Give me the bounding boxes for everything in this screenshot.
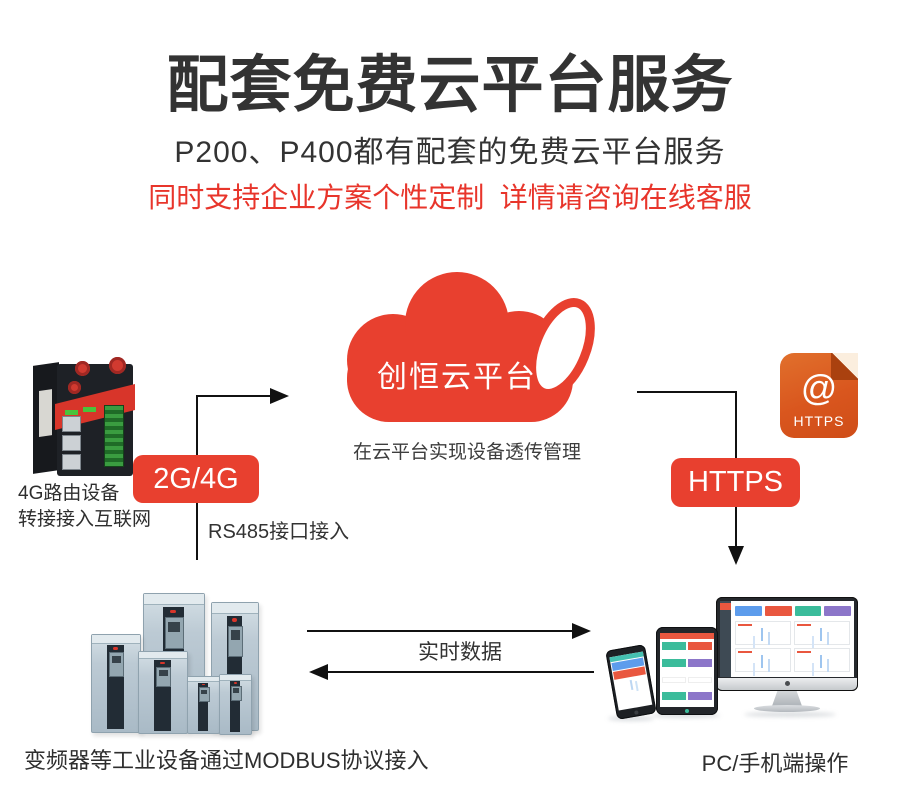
- https-icon-label: HTTPS: [793, 413, 845, 429]
- router-front-face: [55, 357, 135, 476]
- tablet-topbar: [660, 633, 714, 639]
- antenna-knob-icon: [68, 381, 81, 394]
- client-caption: PC/手机端操作: [701, 751, 849, 776]
- phone-home-button: [634, 710, 639, 715]
- tablet-device: [656, 627, 718, 715]
- router-label-sticker: [39, 389, 52, 437]
- page-subtitle: P200、P400都有配套的免费云平台服务: [174, 136, 726, 169]
- ethernet-ports: [62, 416, 81, 470]
- phone-chart: [629, 679, 634, 691]
- antenna-knob-icon: [75, 361, 90, 376]
- router-caption: 4G路由设备 转接接入互联网: [18, 481, 151, 533]
- phone-screen: [609, 651, 653, 711]
- phone-shadow: [608, 716, 654, 721]
- monitor-shadow: [744, 712, 836, 717]
- tablet-home-button: [685, 709, 689, 713]
- terminal-block: [104, 405, 124, 467]
- cloud-caption: 在云平台实现设备透传管理: [352, 442, 581, 463]
- router-led: [83, 407, 96, 412]
- monitor-logo-icon: [785, 681, 790, 686]
- folded-corner-icon: [831, 353, 858, 380]
- monitor-bezel: [716, 597, 858, 691]
- inverter-device: [91, 634, 141, 733]
- phone-device: [605, 644, 657, 720]
- https-icon: @ HTTPS: [780, 353, 858, 438]
- cloud-platform-label: 创恒云平台: [377, 361, 537, 394]
- monitor-chin: [717, 678, 857, 690]
- tablet-cards: [662, 642, 712, 707]
- network-badge: 2G/4G: [133, 455, 259, 503]
- cloud-platform-icon: 创恒云平台: [347, 272, 595, 422]
- router-led: [65, 410, 78, 415]
- customization-note: 同时支持企业方案个性定制 详情请咨询在线客服: [148, 182, 752, 213]
- page-title: 配套免费云平台服务: [166, 51, 734, 120]
- inverter-device: [187, 676, 220, 734]
- desktop-monitor: [716, 597, 858, 715]
- inverter-device: [138, 651, 188, 734]
- router-device: [33, 356, 137, 480]
- router-caption-line1: 4G路由设备: [18, 483, 120, 504]
- dashboard-sidebar: [720, 601, 731, 677]
- tablet-shadow: [652, 713, 720, 718]
- https-badge: HTTPS: [671, 458, 800, 507]
- industrial-caption: 变频器等工业设备通过MODBUS协议接入: [24, 748, 429, 773]
- router-caption-line2: 转接接入互联网: [18, 509, 152, 530]
- inverter-device: [219, 674, 252, 735]
- tablet-screen: [660, 633, 714, 707]
- dashboard-chart-panels: [735, 621, 851, 672]
- monitor-stand: [772, 691, 802, 706]
- monitor-base: [754, 705, 820, 712]
- dashboard-stat-cards: [735, 606, 851, 616]
- at-symbol-icon: @: [800, 367, 838, 408]
- rs485-label: RS485接口接入: [208, 521, 350, 543]
- monitor-screen: [720, 601, 854, 677]
- antenna-knob-icon: [109, 357, 126, 374]
- realtime-data-label: 实时数据: [418, 641, 502, 664]
